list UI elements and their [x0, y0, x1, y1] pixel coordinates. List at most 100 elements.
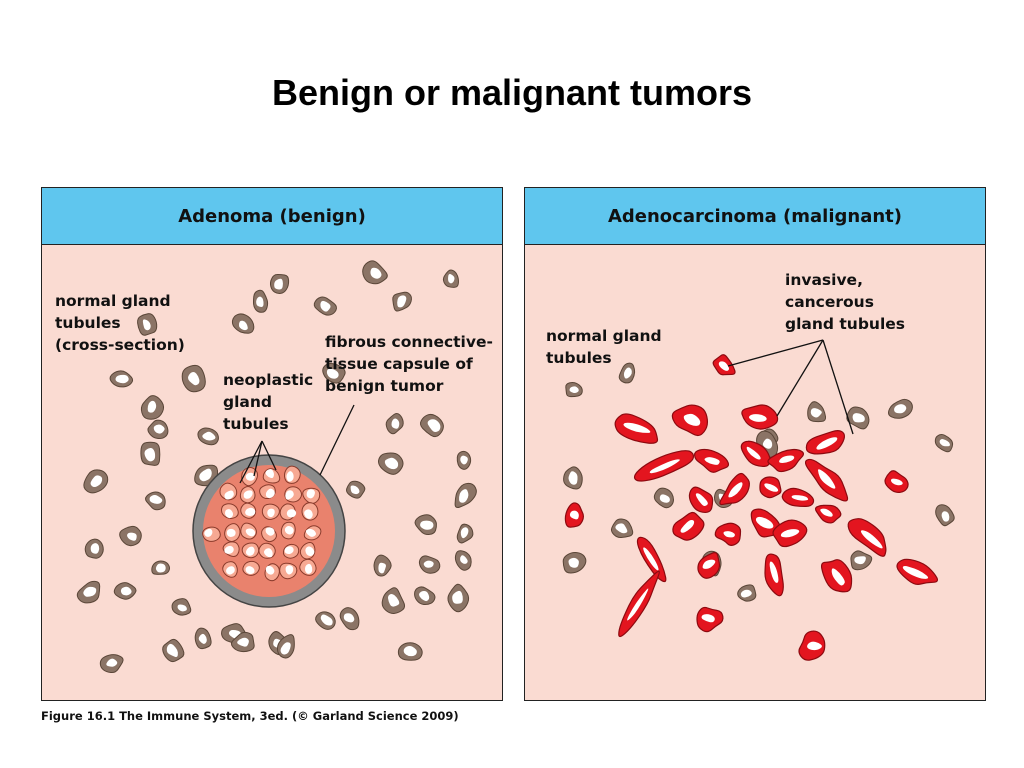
normal-tubule-lumen: [569, 386, 579, 394]
normal-tubule-lumen: [568, 471, 578, 485]
normal-tubule-lumen: [397, 295, 407, 308]
normal-tubule-lumen: [420, 520, 434, 530]
neoplastic-lumen: [305, 528, 316, 537]
normal-tubule-lumen: [274, 278, 283, 290]
cancerous-lumen: [723, 531, 735, 538]
normal-tubule-lumen: [177, 604, 187, 612]
normal-tubule-lumen: [198, 633, 207, 644]
normal-tubule-lumen: [202, 431, 216, 441]
normal-tubule-lumen: [419, 590, 430, 602]
cancerous-lumen: [820, 508, 833, 517]
normal-tubule-lumen: [388, 594, 400, 607]
neoplastic-lumen: [245, 546, 255, 556]
normal-tubule-lumen: [740, 589, 752, 598]
normal-tubule-lumen: [199, 468, 212, 482]
neoplastic-lumen: [265, 469, 274, 479]
adenoma-panel: Adenoma (benign) normal gland tubules (c…: [41, 187, 503, 701]
cancerous-lumen: [764, 483, 779, 492]
normal-tubule-lumen: [852, 413, 865, 423]
neoplastic-lumen: [305, 546, 315, 557]
cancerous-lumen: [643, 547, 659, 571]
label-neoplastic-gland-tubules: neoplastic gland tubules: [223, 371, 314, 433]
neoplastic-lumen: [284, 546, 294, 555]
neoplastic-lumen: [286, 471, 294, 482]
normal-tubule-lumen: [427, 419, 441, 433]
normal-tubule-lumen: [326, 368, 339, 379]
normal-tubule-lumen: [762, 438, 773, 449]
normal-tubule-lumen: [459, 489, 469, 503]
slide-title: Benign or malignant tumors: [271, 72, 753, 113]
normal-tubule-lumen: [147, 400, 157, 413]
cancerous-lumen: [701, 614, 715, 623]
normal-tubule-lumen: [144, 447, 156, 462]
normal-tubule-lumen: [83, 586, 97, 597]
normal-tubule-lumen: [460, 527, 469, 539]
normal-tubule-lumen: [384, 457, 399, 470]
cancerous-lumen: [623, 422, 651, 433]
cancerous-lumen: [791, 495, 809, 501]
normal-tubule-lumen: [810, 408, 822, 418]
cancerous-lumen: [816, 437, 838, 450]
cancerous-lumen: [807, 641, 822, 651]
neoplastic-lumen: [306, 489, 315, 499]
normal-tubule-lumen: [423, 560, 434, 568]
neoplastic-lumen: [285, 490, 294, 500]
cancerous-lumen: [746, 446, 761, 460]
cancerous-lumen: [627, 588, 649, 621]
normal-tubule-lumen: [256, 296, 264, 308]
neoplastic-lumen: [285, 565, 294, 575]
neoplastic-lumen: [226, 528, 236, 537]
normal-tubule-lumen: [854, 556, 866, 565]
normal-tubule-lumen: [142, 319, 151, 331]
neoplastic-lumen: [267, 508, 275, 518]
label-normal-gland-tubules: normal gland tubules (cross-section): [55, 292, 185, 354]
cancerous-lumen: [780, 529, 800, 538]
invasive-cancerous-tubules: [564, 354, 939, 661]
neoplastic-lumen: [305, 563, 313, 574]
cancerous-lumen: [769, 561, 779, 583]
normal-tubule-lumen: [350, 485, 360, 495]
normal-tubule-lumen: [237, 637, 249, 647]
normal-tubule-lumen: [188, 371, 200, 386]
adenocarcinoma-header: Adenocarcinoma (malignant): [525, 188, 985, 245]
normal-tubule-lumen: [343, 613, 355, 623]
normal-tubule-lumen: [115, 374, 129, 384]
normal-tubule-lumen: [568, 557, 579, 568]
neoplastic-lumen: [265, 565, 275, 575]
figure-caption: Figure 16.1 The Immune System, 3ed. (© G…: [41, 709, 459, 723]
cancerous-lumen: [683, 413, 701, 426]
cancerous-lumen: [831, 568, 845, 586]
neoplastic-lumen: [245, 507, 256, 516]
cancerous-lumen: [702, 559, 716, 569]
neoplastic-gland-tubules: [202, 465, 322, 582]
neoplastic-lumen: [245, 528, 256, 537]
cancerous-lumen: [902, 566, 929, 579]
cancerous-lumen: [704, 457, 720, 465]
normal-tubule-lumen: [238, 320, 248, 331]
normal-tubule-lumen: [120, 586, 132, 596]
adenoma-header: Adenoma (benign): [42, 188, 502, 245]
normal-tubule-lumen: [320, 300, 331, 312]
cancerous-lumen: [779, 455, 795, 463]
normal-tubule-lumen: [391, 418, 400, 429]
normal-tubule-lumen: [149, 494, 163, 504]
neoplastic-lumen: [284, 526, 294, 535]
normal-tubule-lumen: [460, 455, 468, 465]
neoplastic-lumen: [304, 509, 313, 519]
normal-tubule-lumen: [939, 439, 950, 447]
cancerous-lumen: [728, 482, 743, 498]
cancerous-lumen: [755, 516, 774, 529]
label-fibrous-capsule: fibrous connective- tissue capsule of be…: [325, 333, 493, 395]
adenocarcinoma-illustration: [562, 339, 955, 661]
normal-tubule-lumen: [659, 494, 670, 503]
normal-tubule-lumen: [106, 658, 118, 667]
neoplastic-lumen: [243, 490, 253, 499]
cancerous-lumen: [680, 519, 695, 533]
label-invasive-gland-tubules: invasive, cancerous gland tubules: [785, 271, 906, 333]
neoplastic-lumen: [265, 488, 275, 499]
normal-tubule-lumen: [448, 273, 455, 284]
cancerous-lumen: [817, 469, 836, 489]
pointer-lines: [239, 404, 355, 484]
neoplastic-lumen: [245, 472, 255, 481]
neoplastic-lumen: [225, 509, 234, 519]
